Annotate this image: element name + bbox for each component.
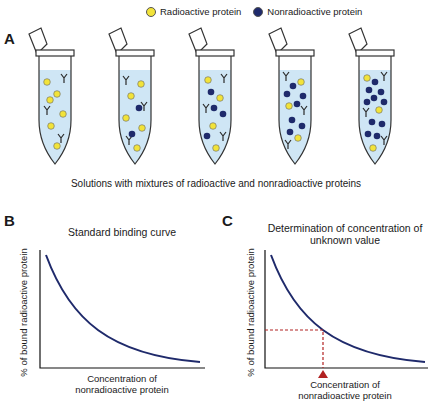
caption: Solutions with mixtures of radioactive a…	[6, 178, 426, 190]
legend: Radioactive protein Nonradioactive protei…	[146, 6, 362, 17]
legend-text: Nonradioactive protein	[267, 6, 362, 17]
chart-title: Determination of concentration of unknow…	[255, 222, 433, 246]
tube-5	[349, 28, 394, 164]
axis-label: % of bound radioactive protein	[246, 242, 257, 382]
chart-title: Standard binding curve	[32, 226, 212, 238]
axis-label: Concentration of nonradioactive protein	[65, 374, 180, 396]
tube-4	[269, 28, 314, 164]
panel-letter: B	[4, 212, 15, 229]
legend-item: Radioactive protein	[146, 6, 241, 17]
chart-b	[40, 250, 205, 368]
axis-label: % of bound radioactive protein	[19, 242, 30, 382]
panel-letter: C	[222, 212, 233, 229]
tube-2	[109, 28, 154, 164]
legend-text: Radioactive protein	[160, 6, 241, 17]
axis-label: Concentration of nonradioactive protein	[288, 380, 403, 402]
legend-item: Nonradioactive protein	[253, 6, 362, 17]
legend-swatch	[146, 7, 156, 17]
tube-3	[189, 28, 234, 164]
tube-1	[29, 28, 74, 164]
legend-swatch	[253, 7, 263, 17]
panel-letter: A	[4, 30, 15, 47]
chart-c	[265, 250, 428, 378]
